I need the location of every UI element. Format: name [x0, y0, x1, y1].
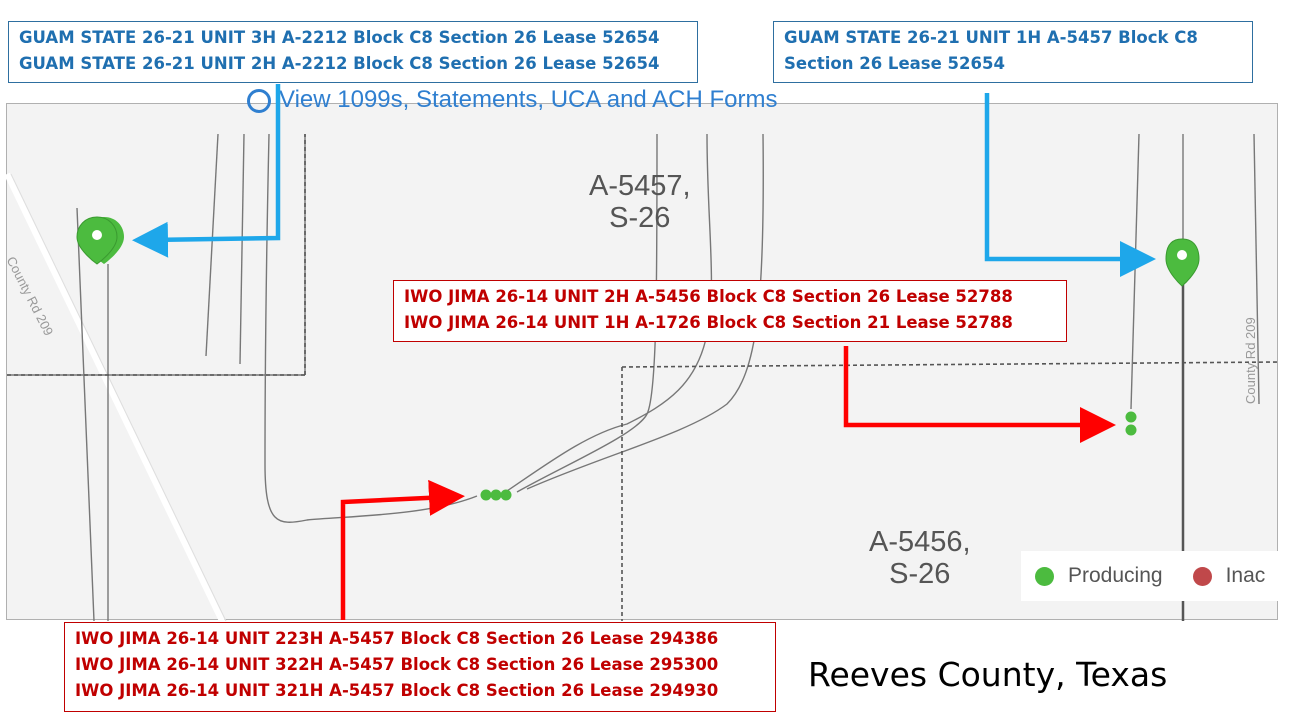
legend-producing[interactable]: Producing: [1035, 564, 1163, 588]
well-dots-iwo-jima-bottom[interactable]: [480, 489, 512, 501]
map-panel[interactable]: View 1099s, Statements, UCA and ACH Form…: [4, 86, 1291, 623]
callout-guam-left: GUAM STATE 26-21 UNIT 3H A-2212 Block C8…: [8, 21, 698, 83]
forms-link[interactable]: View 1099s, Statements, UCA and ACH Form…: [247, 86, 777, 114]
section-label-a5456: A-5456, S-26: [869, 526, 971, 590]
callout-iwo-jima-mid: IWO JIMA 26-14 UNIT 2H A-5456 Block C8 S…: [393, 280, 1067, 342]
forms-link-text: View 1099s, Statements, UCA and ACH Form…: [279, 86, 778, 113]
callout-iwo-jima-bottom: IWO JIMA 26-14 UNIT 223H A-5457 Block C8…: [64, 622, 776, 712]
road-label-east: County Rd 209: [1243, 317, 1258, 404]
well-dots-iwo-jima-mid[interactable]: [1125, 411, 1137, 436]
legend-inactive[interactable]: Inac: [1192, 564, 1265, 588]
map-legend: Producing Inac: [1021, 551, 1291, 601]
section-label-a5457: A-5457, S-26: [589, 170, 691, 234]
inactive-dot-icon: [1192, 566, 1212, 586]
well-pin-guam-3h-2h[interactable]: [76, 216, 124, 265]
section-boundaries: [7, 134, 1280, 621]
map-caption: Reeves County, Texas: [808, 655, 1168, 694]
callout-guam-right: GUAM STATE 26-21 UNIT 1H A-5457 Block C8…: [773, 21, 1253, 83]
county-road-209-west: [4, 172, 225, 623]
producing-dot-icon: [1035, 566, 1054, 586]
well-pin-guam-1h[interactable]: [1165, 238, 1200, 287]
